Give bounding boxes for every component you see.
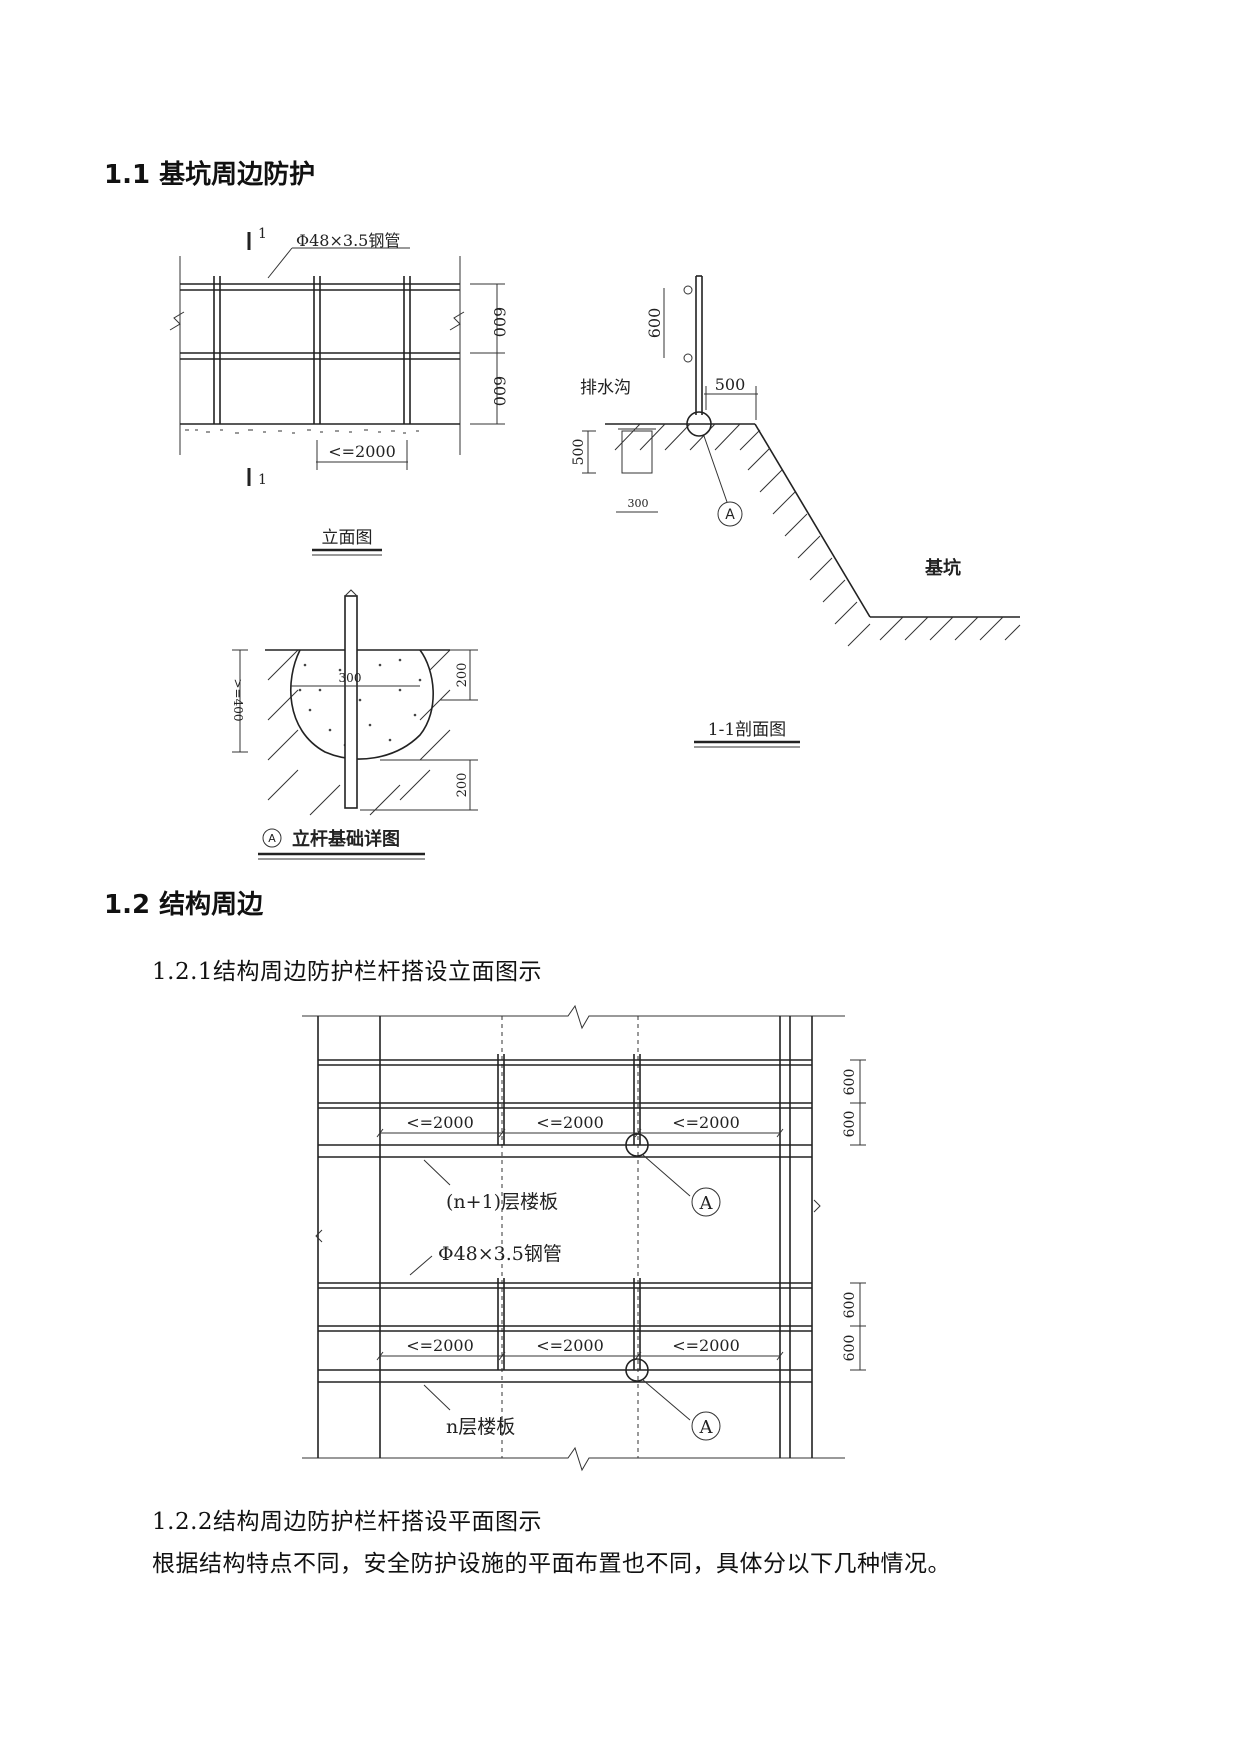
lower-dim-600-a: 600	[842, 1292, 858, 1319]
lower-span-1: <=2000	[406, 1336, 474, 1355]
subsection-1-2-1: 1.2.1结构周边防护栏杆搭设立面图示	[152, 959, 543, 985]
perimeter-elevation: <=2000 <=2000 <=2000 (n+1)层楼板 A Φ48×3.5钢…	[302, 1004, 866, 1472]
elevation-pipe-label: Φ48×3.5钢管	[296, 231, 400, 250]
elevation-dim-span: <=2000	[328, 442, 396, 461]
foundation-dim-depth: >=400	[231, 678, 245, 721]
diagram-pipe-label: Φ48×3.5钢管	[438, 1243, 562, 1265]
drain-label: 排水沟	[580, 378, 631, 398]
upper-span-2: <=2000	[536, 1113, 604, 1132]
lower-span-3: <=2000	[672, 1336, 740, 1355]
section-dim-600: 600	[645, 308, 664, 339]
foundation-dim-200-b: 200	[455, 773, 470, 798]
pit-label: 基坑	[924, 557, 961, 579]
lower-span-2: <=2000	[536, 1336, 604, 1355]
slab-lower-label: n层楼板	[446, 1416, 515, 1438]
marker-upper: A	[699, 1193, 714, 1214]
subsection-1-2-2: 1.2.2结构周边防护栏杆搭设平面图示	[152, 1509, 543, 1535]
foundation-caption: 立杆基础详图	[292, 828, 400, 850]
section-1-heading: 1.1 基坑周边防护	[104, 160, 316, 190]
slab-upper-label: (n+1)层楼板	[446, 1191, 558, 1213]
cut-mark-top-label: 1	[258, 226, 267, 242]
elevation-dim-600-a: 600	[490, 307, 509, 338]
section-view: 600 500 排水沟 500 300 A 基坑 1-1剖面图	[571, 275, 1021, 748]
section-detail-marker: A	[725, 507, 735, 523]
upper-dim-600-b: 600	[842, 1111, 858, 1138]
marker-lower: A	[699, 1417, 714, 1438]
foundation-marker: A	[268, 832, 276, 845]
lower-dim-600-b: 600	[842, 1335, 858, 1362]
cut-mark-bottom-label: 1	[258, 472, 267, 488]
section-dim-300: 300	[628, 497, 649, 510]
section-2-heading: 1.2 结构周边	[104, 890, 264, 920]
foundation-detail: >=400 300 200 200 A 立杆基础详图	[231, 589, 478, 860]
intro-paragraph: 根据结构特点不同，安全防护设施的平面布置也不同，具体分以下几种情况。	[152, 1551, 951, 1577]
upper-span-3: <=2000	[672, 1113, 740, 1132]
elevation-caption: 立面图	[322, 528, 373, 548]
upper-dim-600-a: 600	[842, 1069, 858, 1096]
foundation-dim-diameter: 300	[339, 671, 362, 685]
upper-span-1: <=2000	[406, 1113, 474, 1132]
elevation-dim-600-b: 600	[490, 376, 509, 407]
section-dim-500-offset: 500	[715, 375, 746, 394]
section-caption: 1-1剖面图	[708, 720, 786, 740]
figure-pit-protection: Φ48×3.5钢管 1 1 600 600 <=2000 立面图	[169, 226, 1021, 860]
elevation-view: Φ48×3.5钢管 1 1 600 600 <=2000 立面图	[169, 226, 509, 556]
section-dim-500-depth: 500	[571, 439, 587, 466]
foundation-dim-200-a: 200	[455, 663, 470, 688]
